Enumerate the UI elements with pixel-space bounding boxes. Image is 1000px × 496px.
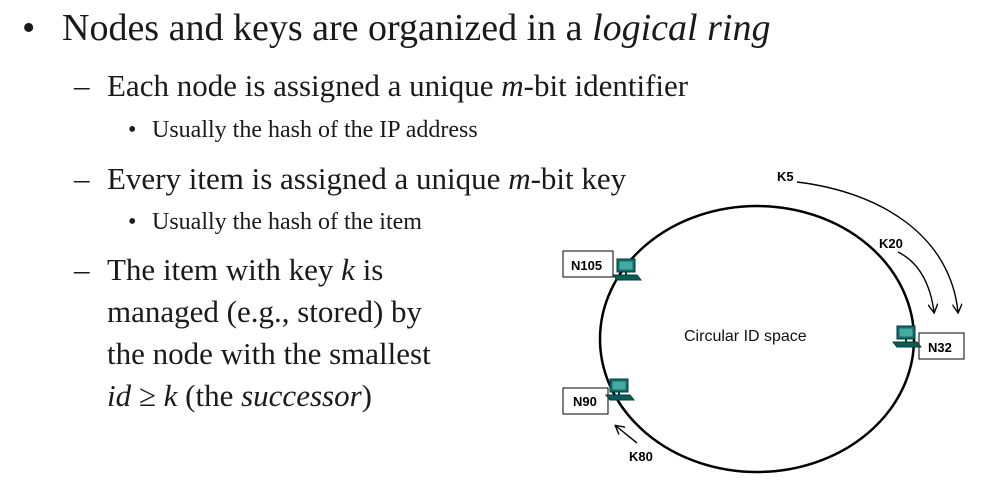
subbullet-italic: m (501, 68, 524, 103)
bullet-text: Nodes and keys are organized in a (62, 7, 593, 49)
successor-line3-text: the node with the smallest (107, 336, 431, 371)
subbullet-successor-line1: –The item with key k is (74, 252, 383, 288)
node-n90-box (562, 387, 609, 415)
subbullet-successor-line2: managed (e.g., stored) by (107, 294, 422, 330)
key-k20-label: K20 (879, 236, 903, 251)
successor-italic: successor (241, 378, 362, 413)
node-n105-label: N105 (571, 258, 602, 273)
subbullet-text-end: -bit key (530, 161, 627, 196)
dash-marker: – (74, 68, 90, 103)
computer-icon (892, 325, 922, 348)
dash-marker: – (74, 161, 90, 196)
arrow-k80-to-n90 (616, 426, 638, 444)
dash-marker: – (74, 252, 90, 287)
id-italic: id (107, 378, 132, 413)
subbullet-node-identifier: –Each node is assigned a unique m-bit id… (74, 68, 688, 104)
successor-text-end: is (354, 252, 384, 287)
successor-text: The item with key (107, 252, 342, 287)
subsub-text: Usually the hash of the item (152, 209, 422, 235)
computer-icon (612, 258, 642, 281)
key-k5-label: K5 (777, 169, 794, 184)
subsub-ip-hash: • Usually the hash of the IP address (128, 117, 478, 144)
k-italic: k (163, 378, 178, 413)
successor-italic: k (341, 252, 355, 287)
bullet-marker: • (128, 117, 137, 143)
subbullet-italic: m (508, 161, 531, 196)
paren-close-text: ) (361, 378, 372, 413)
subbullet-text-end: -bit identifier (523, 68, 689, 103)
successor-line2-text: managed (e.g., stored) by (107, 294, 423, 329)
subbullet-item-key: –Every item is assigned a unique m-bit k… (74, 161, 626, 197)
subbullet-successor-line3: the node with the smallest (107, 336, 431, 372)
node-n105-box (562, 250, 614, 278)
subbullet-successor-line4: id ≥ k (the successor) (107, 378, 372, 414)
node-n32-box (918, 332, 965, 360)
node-n32-label: N32 (928, 340, 952, 355)
bullet-italic: logical ring (592, 7, 771, 49)
paren-open-text: (the (177, 378, 242, 413)
node-n90-label: N90 (573, 394, 597, 409)
bullet-marker: • (22, 7, 36, 49)
bullet-logical-ring: • Nodes and keys are organized in a logic… (22, 6, 770, 50)
arrow-k20-to-n32 (897, 251, 934, 312)
subsub-item-hash: • Usually the hash of the item (128, 209, 422, 236)
bullet-marker: • (128, 209, 137, 235)
subbullet-text: Every item is assigned a unique (107, 161, 509, 196)
circular-id-space-label: Circular ID space (684, 328, 807, 345)
computer-icon (605, 378, 635, 401)
key-k80-label: K80 (629, 449, 653, 464)
subbullet-text: Each node is assigned a unique (107, 68, 502, 103)
subsub-text: Usually the hash of the IP address (152, 117, 478, 143)
geq-symbol: ≥ (131, 378, 164, 413)
arrow-k5-to-n32 (796, 181, 958, 312)
